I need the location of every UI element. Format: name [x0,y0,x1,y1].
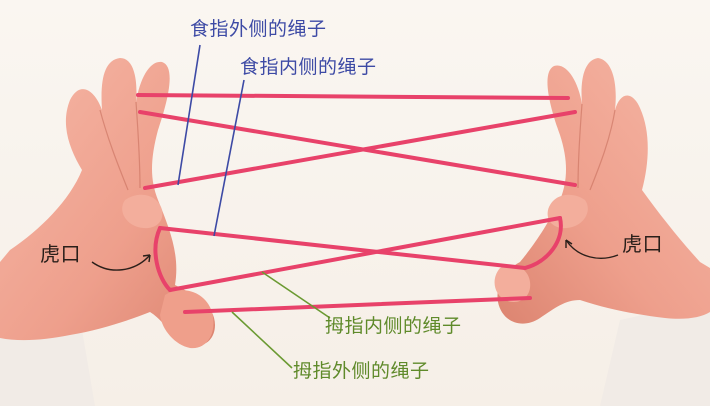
left-thumb-tip [160,290,214,349]
strings [136,93,577,314]
label-thumb-inner: 拇指内侧的绳子 [325,315,462,337]
label-thumb-outer: 拇指外侧的绳子 [293,360,430,382]
leader-lines [177,44,331,369]
right-sleeve [600,300,710,406]
label-tiger-mouth-left: 虎口 [40,242,81,266]
left-arrow-icon [91,254,151,271]
label-tiger-mouth-right: 虎口 [622,232,663,256]
right-arrow-icon [565,239,619,259]
label-index-outer: 食指外侧的绳子 [190,18,327,40]
label-index-inner: 食指内侧的绳子 [240,56,377,78]
